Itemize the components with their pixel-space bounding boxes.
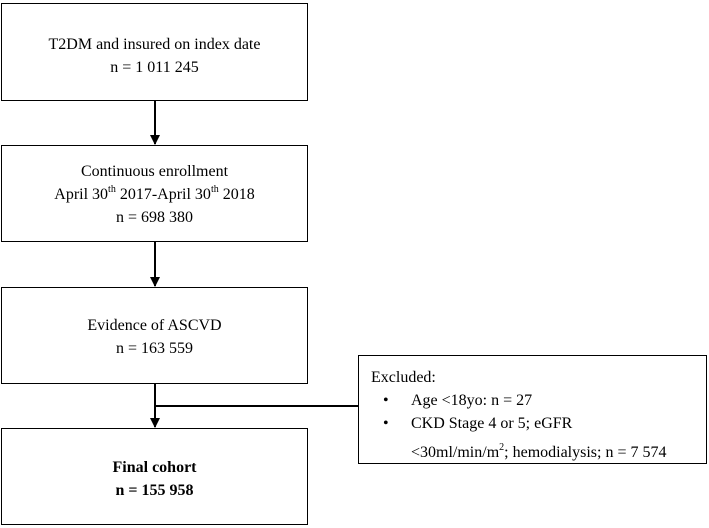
- excluded-item-ckd-line2-a: <30ml/min/m: [411, 444, 500, 461]
- enrollment-period-sup-b: th: [210, 183, 219, 195]
- bullet-icon: •: [383, 415, 389, 432]
- final-cohort-box: Final cohort n = 155 958: [1, 428, 308, 525]
- ascvd-title: Evidence of ASCVD: [87, 317, 222, 334]
- enrollment-period-part-a: April 30: [54, 186, 109, 203]
- enrollment-count: n = 698 380: [115, 209, 194, 226]
- final-title: Final cohort: [112, 459, 197, 476]
- final-count: n = 155 958: [115, 482, 194, 499]
- ascvd-count: n = 163 559: [115, 340, 194, 357]
- ascvd-box: Evidence of ASCVD n = 163 559: [1, 287, 308, 384]
- excluded-item-ckd-line1: CKD Stage 4 or 5; eGFR: [411, 415, 573, 432]
- bullet-icon: •: [383, 392, 389, 409]
- excluded-header: Excluded:: [371, 369, 436, 386]
- excluded-item-ckd: • CKD Stage 4 or 5; eGFR: [371, 412, 706, 435]
- enrollment-period: April 30th 2017-April 30th 2018: [2, 183, 307, 206]
- enrollment-title: Continuous enrollment: [80, 163, 229, 180]
- excluded-item-ckd-line2: <30ml/min/m2; hemodialysis; n = 7 574: [371, 435, 706, 464]
- excluded-box: Excluded: • Age <18yo: n = 27 • CKD Stag…: [358, 355, 707, 464]
- t2dm-count: n = 1 011 245: [110, 59, 199, 76]
- enrollment-period-part-b: 2017-April 30: [115, 186, 211, 203]
- excluded-list: • Age <18yo: n = 27 • CKD Stage 4 or 5; …: [371, 389, 706, 435]
- enrollment-period-sup-a: th: [108, 183, 116, 195]
- excluded-item-ckd-sup: 2: [499, 441, 505, 453]
- excluded-item-ckd-line2-b: ; hemodialysis; n = 7 574: [504, 444, 667, 461]
- enrollment-box: Continuous enrollment April 30th 2017-Ap…: [1, 145, 308, 242]
- t2dm-title: T2DM and insured on index date: [48, 36, 261, 53]
- t2dm-box: T2DM and insured on index date n = 1 011…: [1, 3, 308, 101]
- excluded-item-age-text: Age <18yo: n = 27: [411, 392, 533, 409]
- enrollment-period-part-c: 2018: [218, 186, 255, 203]
- excluded-item-age: • Age <18yo: n = 27: [371, 389, 706, 412]
